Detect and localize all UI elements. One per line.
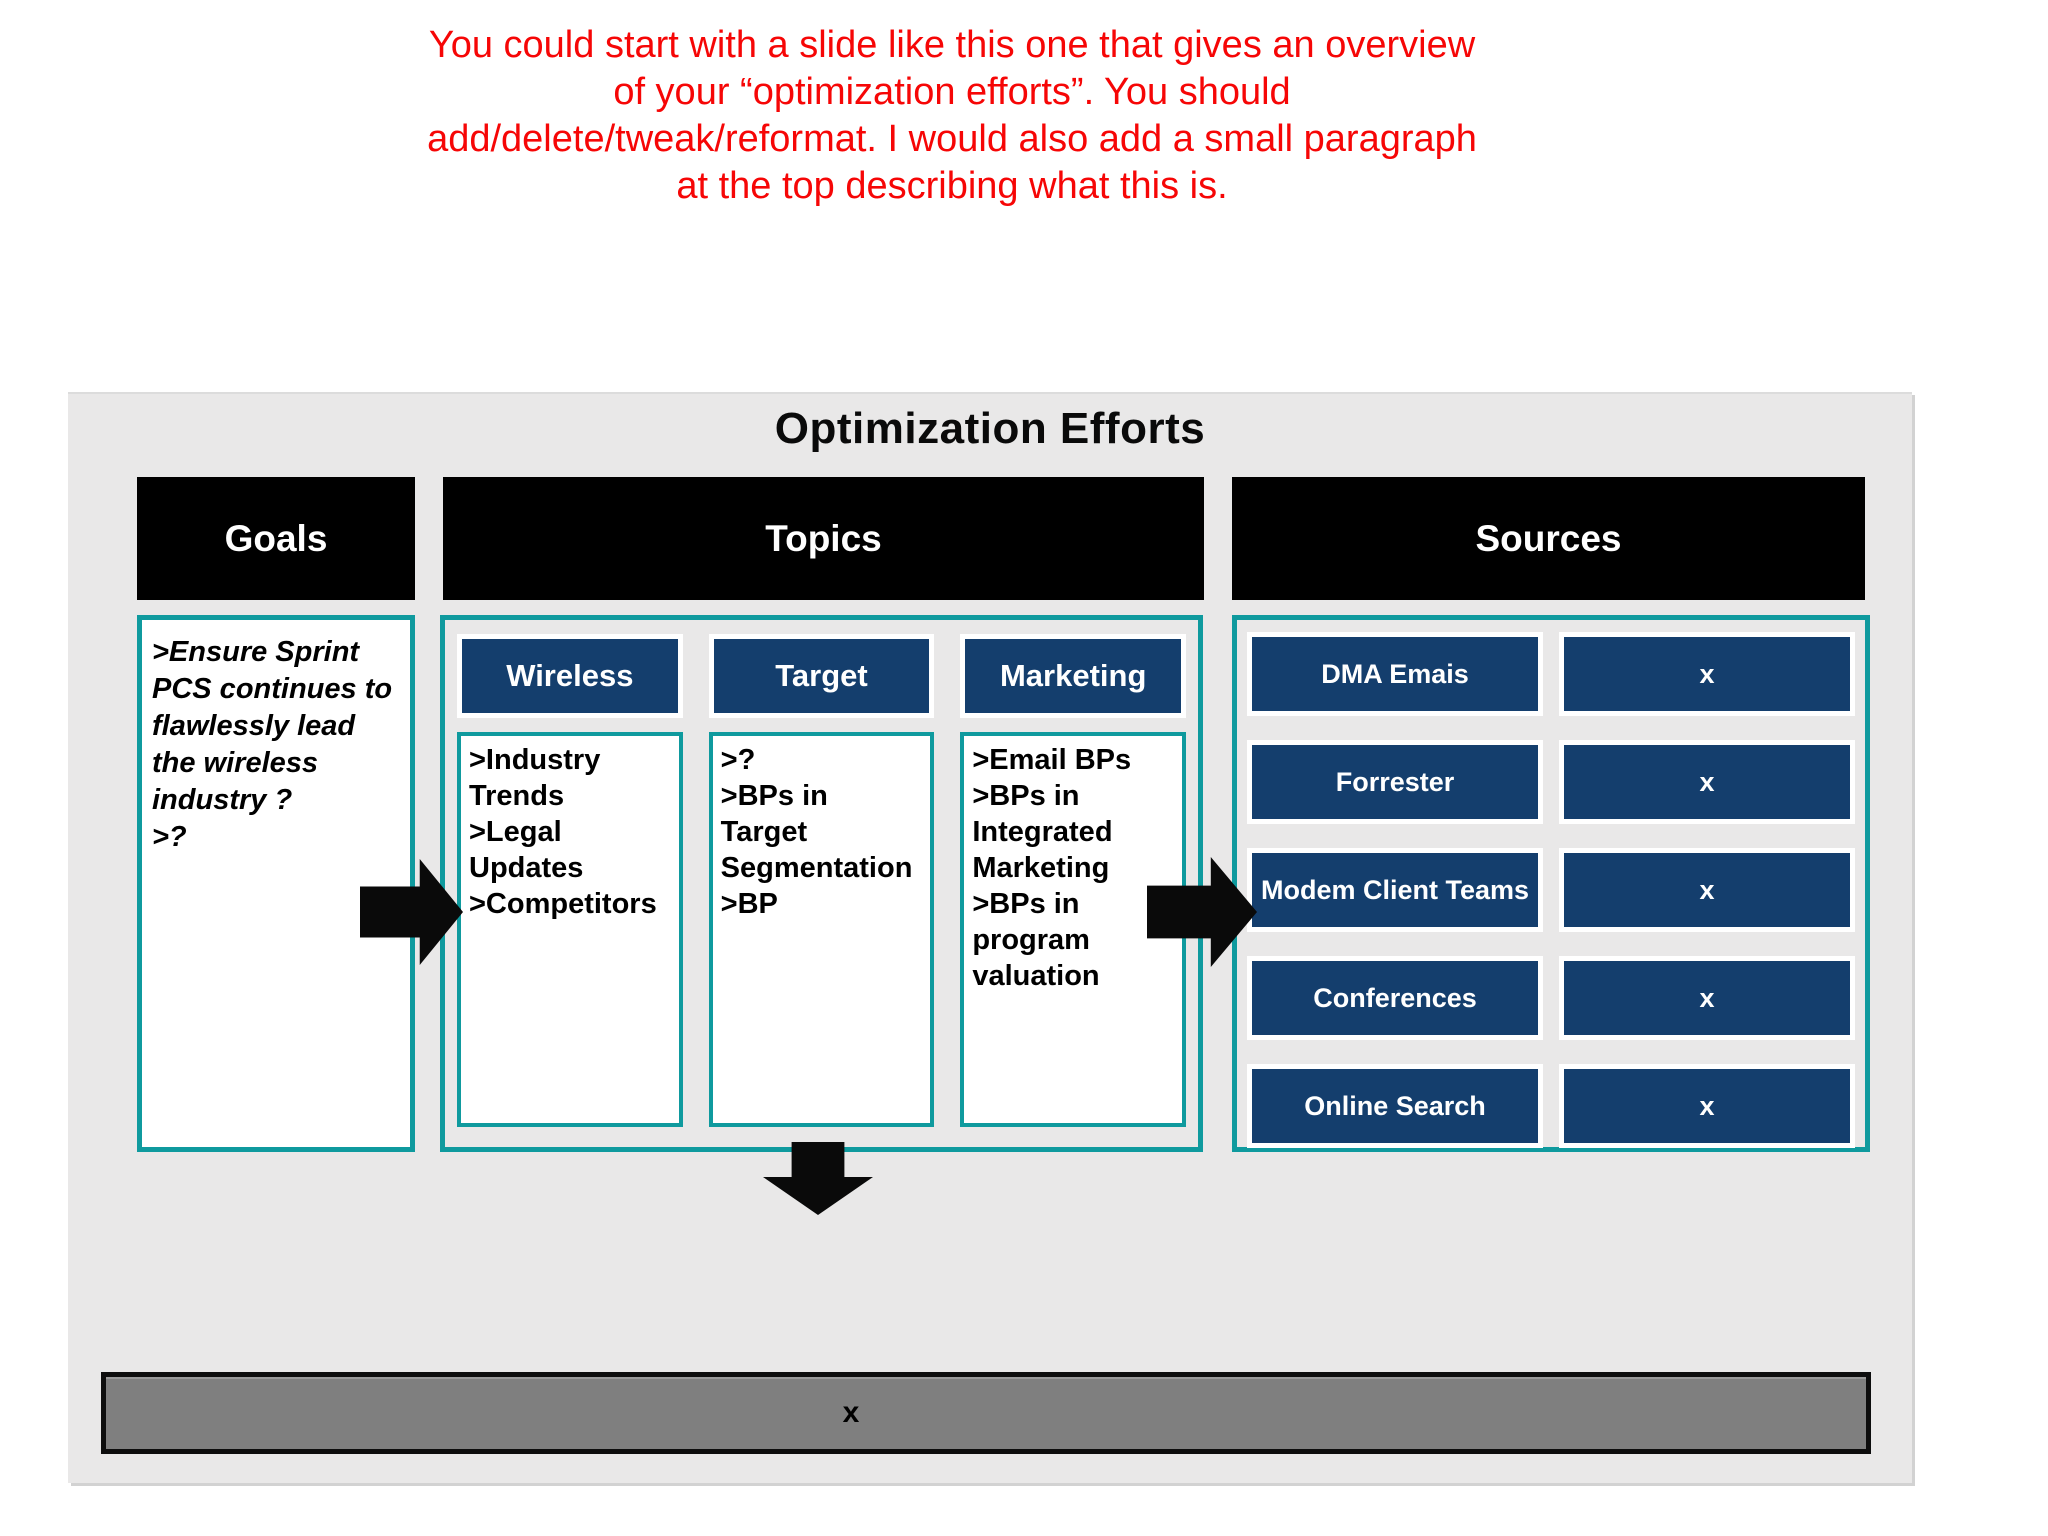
- topic-column-wireless: Wireless >Industry Trends >Legal Updates…: [457, 634, 683, 1147]
- topic-column-target: Target >? >BPs in Target Segmentation >B…: [708, 634, 935, 1147]
- topic-item: >Competitors: [469, 888, 657, 920]
- reviewer-note-line: at the top describing what this is.: [676, 165, 1228, 207]
- source-label: Conferences: [1247, 956, 1543, 1040]
- topic-item: >BPs in Target Segmentation: [720, 780, 913, 884]
- source-label: Forrester: [1247, 740, 1543, 824]
- topic-item: >Email BPs: [972, 744, 1132, 776]
- reviewer-note-line: add/delete/tweak/reformat. I would also …: [427, 118, 1477, 160]
- reviewer-note-line: You could start with a slide like this o…: [428, 24, 1476, 66]
- topic-target-label: Target: [708, 634, 935, 718]
- topic-item: >Legal Updates: [469, 816, 584, 884]
- goals-header: Goals: [137, 477, 415, 600]
- source-row: Modem Client Teams x: [1247, 848, 1855, 932]
- goals-content-box: >Ensure Sprint PCS continues to flawless…: [137, 615, 415, 1152]
- bottom-placeholder-bar: x: [101, 1372, 1871, 1454]
- arrow-down-icon: [763, 1142, 873, 1215]
- topic-wireless-body: >Industry Trends >Legal Updates >Competi…: [457, 732, 683, 1127]
- topic-wireless-label: Wireless: [457, 634, 683, 718]
- topic-item: >BP: [720, 888, 778, 920]
- source-label: Online Search: [1247, 1064, 1543, 1148]
- source-value: x: [1559, 848, 1855, 932]
- reviewer-note: You could start with a slide like this o…: [0, 22, 1904, 210]
- topics-header: Topics: [443, 477, 1204, 600]
- sources-container: DMA Emais x Forrester x Modem Client Tea…: [1232, 615, 1870, 1152]
- slide-title: Optimization Efforts: [774, 404, 1206, 453]
- topics-container: Wireless >Industry Trends >Legal Updates…: [440, 615, 1203, 1152]
- topic-item: >BPs in program valuation: [972, 888, 1100, 992]
- goals-item: >Ensure Sprint PCS continues to flawless…: [152, 636, 393, 816]
- slide-canvas: Optimization Efforts Goals Topics Source…: [68, 392, 1912, 1483]
- source-row: DMA Emais x: [1247, 632, 1855, 716]
- sources-header: Sources: [1232, 477, 1865, 600]
- topic-marketing-label: Marketing: [960, 634, 1187, 718]
- source-value: x: [1559, 632, 1855, 716]
- source-row: Conferences x: [1247, 956, 1855, 1040]
- bottom-placeholder-label: x: [842, 1396, 860, 1429]
- source-value: x: [1559, 956, 1855, 1040]
- topic-item: >Industry Trends: [469, 744, 601, 812]
- source-row: Forrester x: [1247, 740, 1855, 824]
- source-label: DMA Emais: [1247, 632, 1543, 716]
- topic-target-body: >? >BPs in Target Segmentation >BP: [708, 732, 935, 1127]
- reviewer-note-line: of your “optimization efforts”. You shou…: [613, 71, 1291, 113]
- source-label: Modem Client Teams: [1247, 848, 1543, 932]
- goals-item: >?: [152, 821, 187, 853]
- source-value: x: [1559, 1064, 1855, 1148]
- topic-item: >?: [720, 744, 756, 776]
- topic-item: >BPs in Integrated Marketing: [972, 780, 1113, 884]
- source-value: x: [1559, 740, 1855, 824]
- source-row: Online Search x: [1247, 1064, 1855, 1148]
